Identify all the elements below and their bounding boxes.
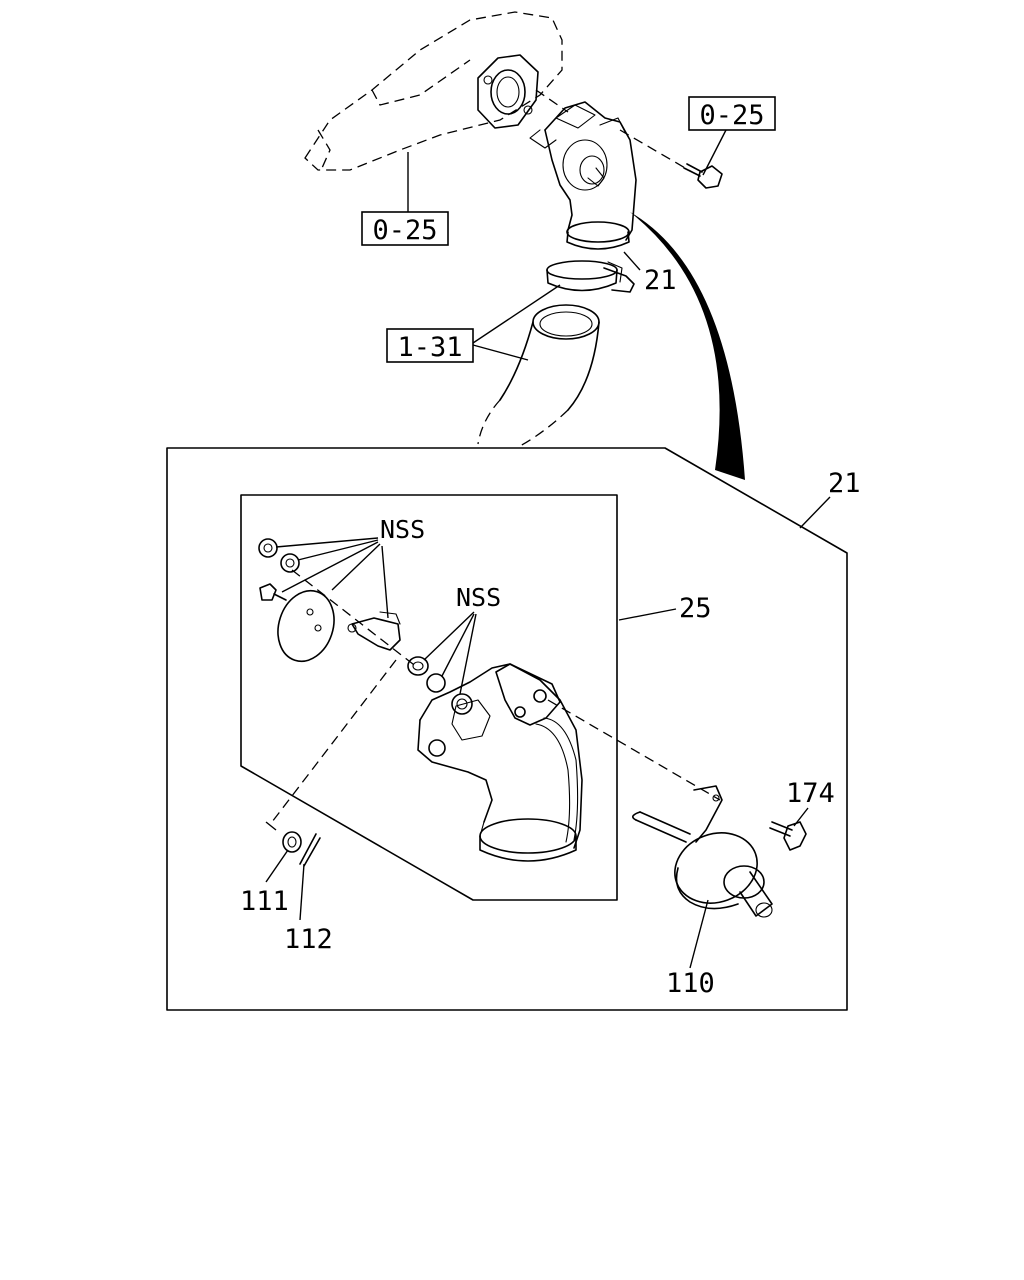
callout-housing: 25 <box>618 593 712 624</box>
svg-text:0-25: 0-25 <box>699 100 764 131</box>
turbo-housing <box>417 663 583 862</box>
svg-text:110: 110 <box>666 968 715 999</box>
cotter-pin <box>299 833 321 867</box>
callout-actuator: 110 <box>666 899 715 999</box>
centerline-flange <box>535 89 569 113</box>
manifold-flange <box>477 54 539 129</box>
callout-nss-upper: NSS <box>275 515 425 619</box>
svg-text:21: 21 <box>828 468 861 499</box>
wastegate-actuator <box>632 785 773 918</box>
svg-text:0-25: 0-25 <box>372 215 437 246</box>
top-bolt <box>683 163 723 189</box>
svg-text:21: 21 <box>644 265 677 296</box>
callout-ref-manifold: 0-25 <box>361 152 449 246</box>
nss-upper-parts <box>258 538 401 663</box>
callout-ref-hose: 1-31 <box>386 284 561 363</box>
hose-clamp <box>546 260 635 293</box>
detail-frame <box>166 447 848 1011</box>
svg-text:25: 25 <box>679 593 712 624</box>
actuator-bolt <box>769 821 807 851</box>
svg-text:NSS: NSS <box>380 515 425 544</box>
callout-assembly: 21 <box>799 468 861 529</box>
centerline-bolt <box>619 129 693 173</box>
exhaust-elbow-assembly <box>529 101 637 250</box>
callout-washer: 111 <box>240 849 289 917</box>
callout-clamp: 21 <box>623 251 677 296</box>
washer <box>282 831 302 853</box>
svg-text:1-31: 1-31 <box>397 332 462 363</box>
callout-ref-bolt-top: 0-25 <box>688 96 776 176</box>
nss-lower-parts <box>407 656 473 715</box>
svg-text:112: 112 <box>284 924 333 955</box>
centerline-nss-upper <box>291 569 419 669</box>
callout-pin: 112 <box>284 863 333 955</box>
callout-nss-lower: NSS <box>423 583 501 695</box>
svg-text:111: 111 <box>240 886 289 917</box>
subassembly-frame <box>240 494 618 901</box>
svg-text:NSS: NSS <box>456 583 501 612</box>
centerline-actuator <box>547 699 721 801</box>
leader-washer-base <box>265 821 277 831</box>
detail-arrow <box>630 212 745 480</box>
centerline-washer <box>271 659 397 823</box>
callout-bolt: 174 <box>786 778 835 827</box>
exhaust-manifold <box>304 11 563 171</box>
svg-text:174: 174 <box>786 778 835 809</box>
intake-hose <box>477 304 600 447</box>
